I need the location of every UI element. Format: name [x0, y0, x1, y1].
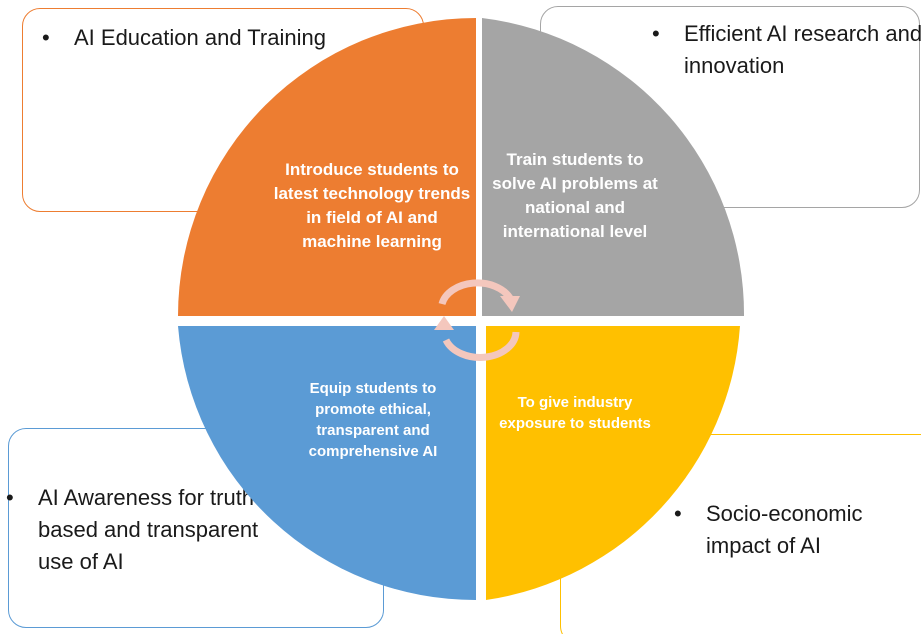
callout-text-bottom-right: • Socio-economic impact of AI	[674, 498, 916, 562]
quadrant-top-right	[482, 18, 745, 316]
quadrant-top-left	[178, 18, 476, 316]
cycle-arrow-top	[438, 279, 513, 306]
callout-label-bottom-left: AI Awareness for truth based and transpa…	[38, 485, 259, 574]
cycle-arrowhead-bottom	[434, 316, 454, 330]
cycle-arrowhead-top	[500, 296, 520, 312]
cycle-arrow-bottom	[442, 331, 520, 361]
bullet-icon: •	[674, 501, 682, 526]
callout-text-top-right: • Efficient AI research and innovation	[652, 18, 921, 82]
bullet-icon: •	[6, 485, 14, 510]
callout-text-top-left: • AI Education and Training	[42, 22, 334, 54]
callout-text-bottom-left: • AI Awareness for truth based and transp…	[6, 482, 288, 578]
quadrant-bottom-left	[178, 326, 476, 601]
callout-label-top-right: Efficient AI research and innovation	[684, 21, 921, 78]
cycle-arrows-icon	[434, 279, 520, 361]
quadrant-text-top-right: Train students to solve AI problems at n…	[492, 150, 658, 241]
bullet-icon: •	[42, 25, 50, 50]
quadrant-text-bottom-right: To give industry exposure to students	[499, 394, 651, 432]
quadrant-bottom-right	[486, 326, 740, 600]
bullet-icon: •	[652, 21, 660, 46]
quadrant-text-bottom-left: Equip students to promote ethical, trans…	[308, 380, 438, 460]
quadrant-text-top-left: Introduce students to latest technology …	[273, 160, 471, 251]
callout-label-top-left: AI Education and Training	[74, 25, 326, 50]
callout-label-bottom-right: Socio-economic impact of AI	[706, 501, 863, 558]
